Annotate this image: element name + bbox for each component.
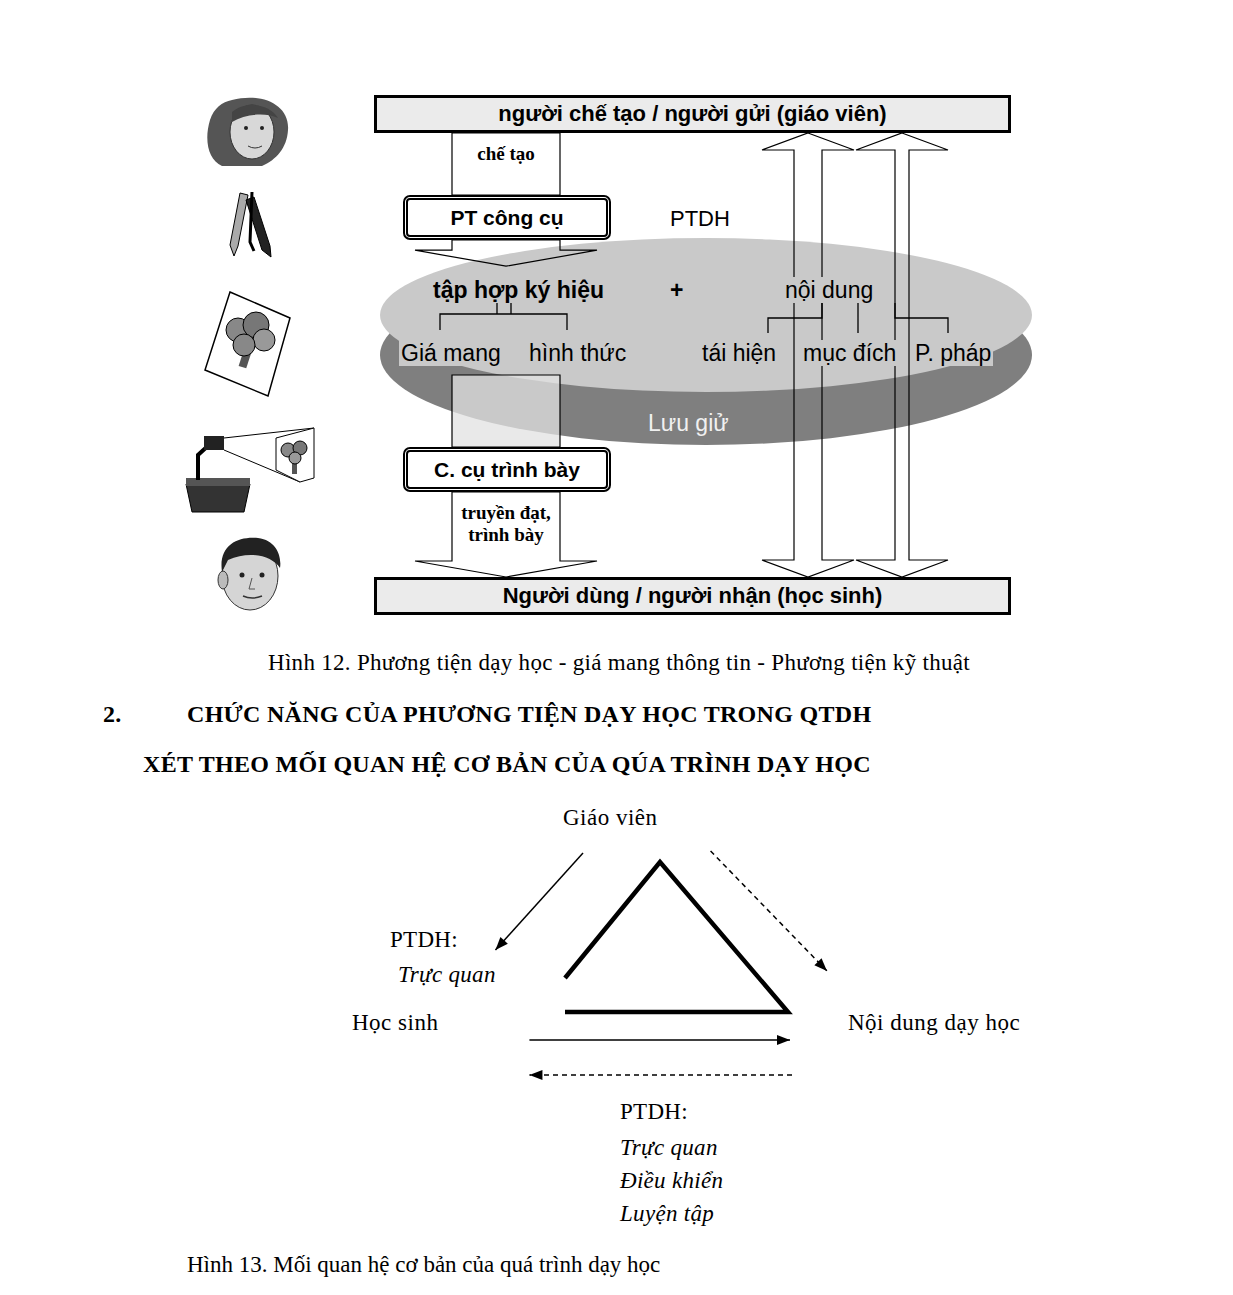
arrowhead — [529, 1070, 542, 1080]
edge-label: chế tạo — [477, 143, 535, 165]
pencil-icon — [230, 192, 271, 257]
figure-caption: Hình 13. Mối quan hệ cơ bản của quá trìn… — [187, 1252, 660, 1278]
form-text: hình thức — [527, 340, 628, 366]
hollow-arrow — [415, 240, 597, 266]
disk-heading: PTDH — [668, 206, 732, 232]
purpose-text: mục đích — [801, 340, 898, 366]
connector — [762, 133, 854, 577]
projector-icon — [186, 428, 314, 512]
presenter-box: C. cụ trình bày — [403, 447, 611, 492]
section-heading: XÉT THEO MỐI QUAN HỆ CƠ BẢN CỦA QÚA TRÌN… — [143, 751, 871, 778]
picture-icon — [205, 292, 290, 396]
symbol-set: tập hợp ký hiệu — [431, 277, 606, 303]
node-text: PT công cụ — [450, 206, 563, 230]
student-icon — [218, 538, 280, 610]
hollow-arrow — [856, 133, 948, 577]
function-label: Trực quan — [620, 1135, 718, 1161]
arrowhead — [777, 1035, 790, 1045]
teacher-node: Giáo viên — [560, 803, 661, 833]
connector — [415, 240, 597, 266]
connector — [452, 133, 560, 195]
function-label: Luyện tập — [620, 1201, 714, 1227]
reproduce-text: tái hiện — [700, 340, 778, 366]
connector — [415, 492, 597, 577]
node-text: Giáo viên — [563, 805, 658, 831]
node-text: Người dùng / người nhận (học sinh) — [503, 583, 883, 609]
section-heading: CHỨC NĂNG CỦA PHƯƠNG TIỆN DẠY HỌC TRONG … — [187, 701, 871, 728]
plus-sign: + — [668, 277, 685, 303]
arrow-line — [529, 1074, 792, 1076]
carrier-text: Giá mang — [399, 340, 503, 366]
figure-caption: Hình 12. Phương tiện dạy học - giá mang … — [268, 650, 970, 676]
section-number: 2. — [103, 701, 122, 728]
arrow-line — [711, 851, 827, 971]
function-label: Trực quan — [398, 962, 496, 988]
disk-top — [380, 238, 1032, 392]
arrowhead — [495, 937, 507, 950]
content-node: Nội dung dạy học — [845, 1008, 1023, 1038]
arrowhead — [814, 958, 827, 971]
connector — [856, 133, 948, 577]
ptdh-label: PTDH: — [390, 927, 458, 953]
node-text: Học sinh — [352, 1010, 438, 1036]
node-text: Nội dung dạy học — [848, 1010, 1020, 1036]
hollow-arrow — [762, 133, 854, 577]
receiver-bar: Người dùng / người nhận (học sinh) — [374, 577, 1011, 615]
arrow-line — [495, 853, 583, 950]
connector — [711, 851, 827, 971]
method-text: P. pháp — [913, 340, 993, 366]
arrow-line — [529, 1039, 790, 1041]
connector — [529, 1070, 792, 1080]
node-text: C. cụ trình bày — [434, 458, 580, 482]
node-text: người chế tạo / người gửi (giáo viên) — [498, 101, 886, 127]
hollow-arrow — [452, 133, 560, 195]
storage-text: Lưu giử — [646, 410, 731, 436]
function-label: Điều khiển — [620, 1168, 723, 1194]
hollow-arrow — [452, 375, 560, 447]
bracket — [440, 303, 948, 333]
connector — [529, 1035, 790, 1045]
teacher-icon — [207, 98, 288, 166]
sender-bar: người chế tạo / người gửi (giáo viên) — [374, 95, 1011, 133]
connector — [452, 375, 560, 447]
connector — [495, 853, 583, 950]
triangle — [565, 862, 788, 1012]
ptdh-label: PTDH: — [620, 1099, 688, 1125]
hollow-arrow — [415, 492, 597, 577]
content-text: nội dung — [783, 277, 875, 303]
student-node: Học sinh — [349, 1008, 441, 1038]
edge-label: truyền đạt, trình bày — [454, 502, 558, 546]
tool-box: PT công cụ — [403, 195, 611, 240]
